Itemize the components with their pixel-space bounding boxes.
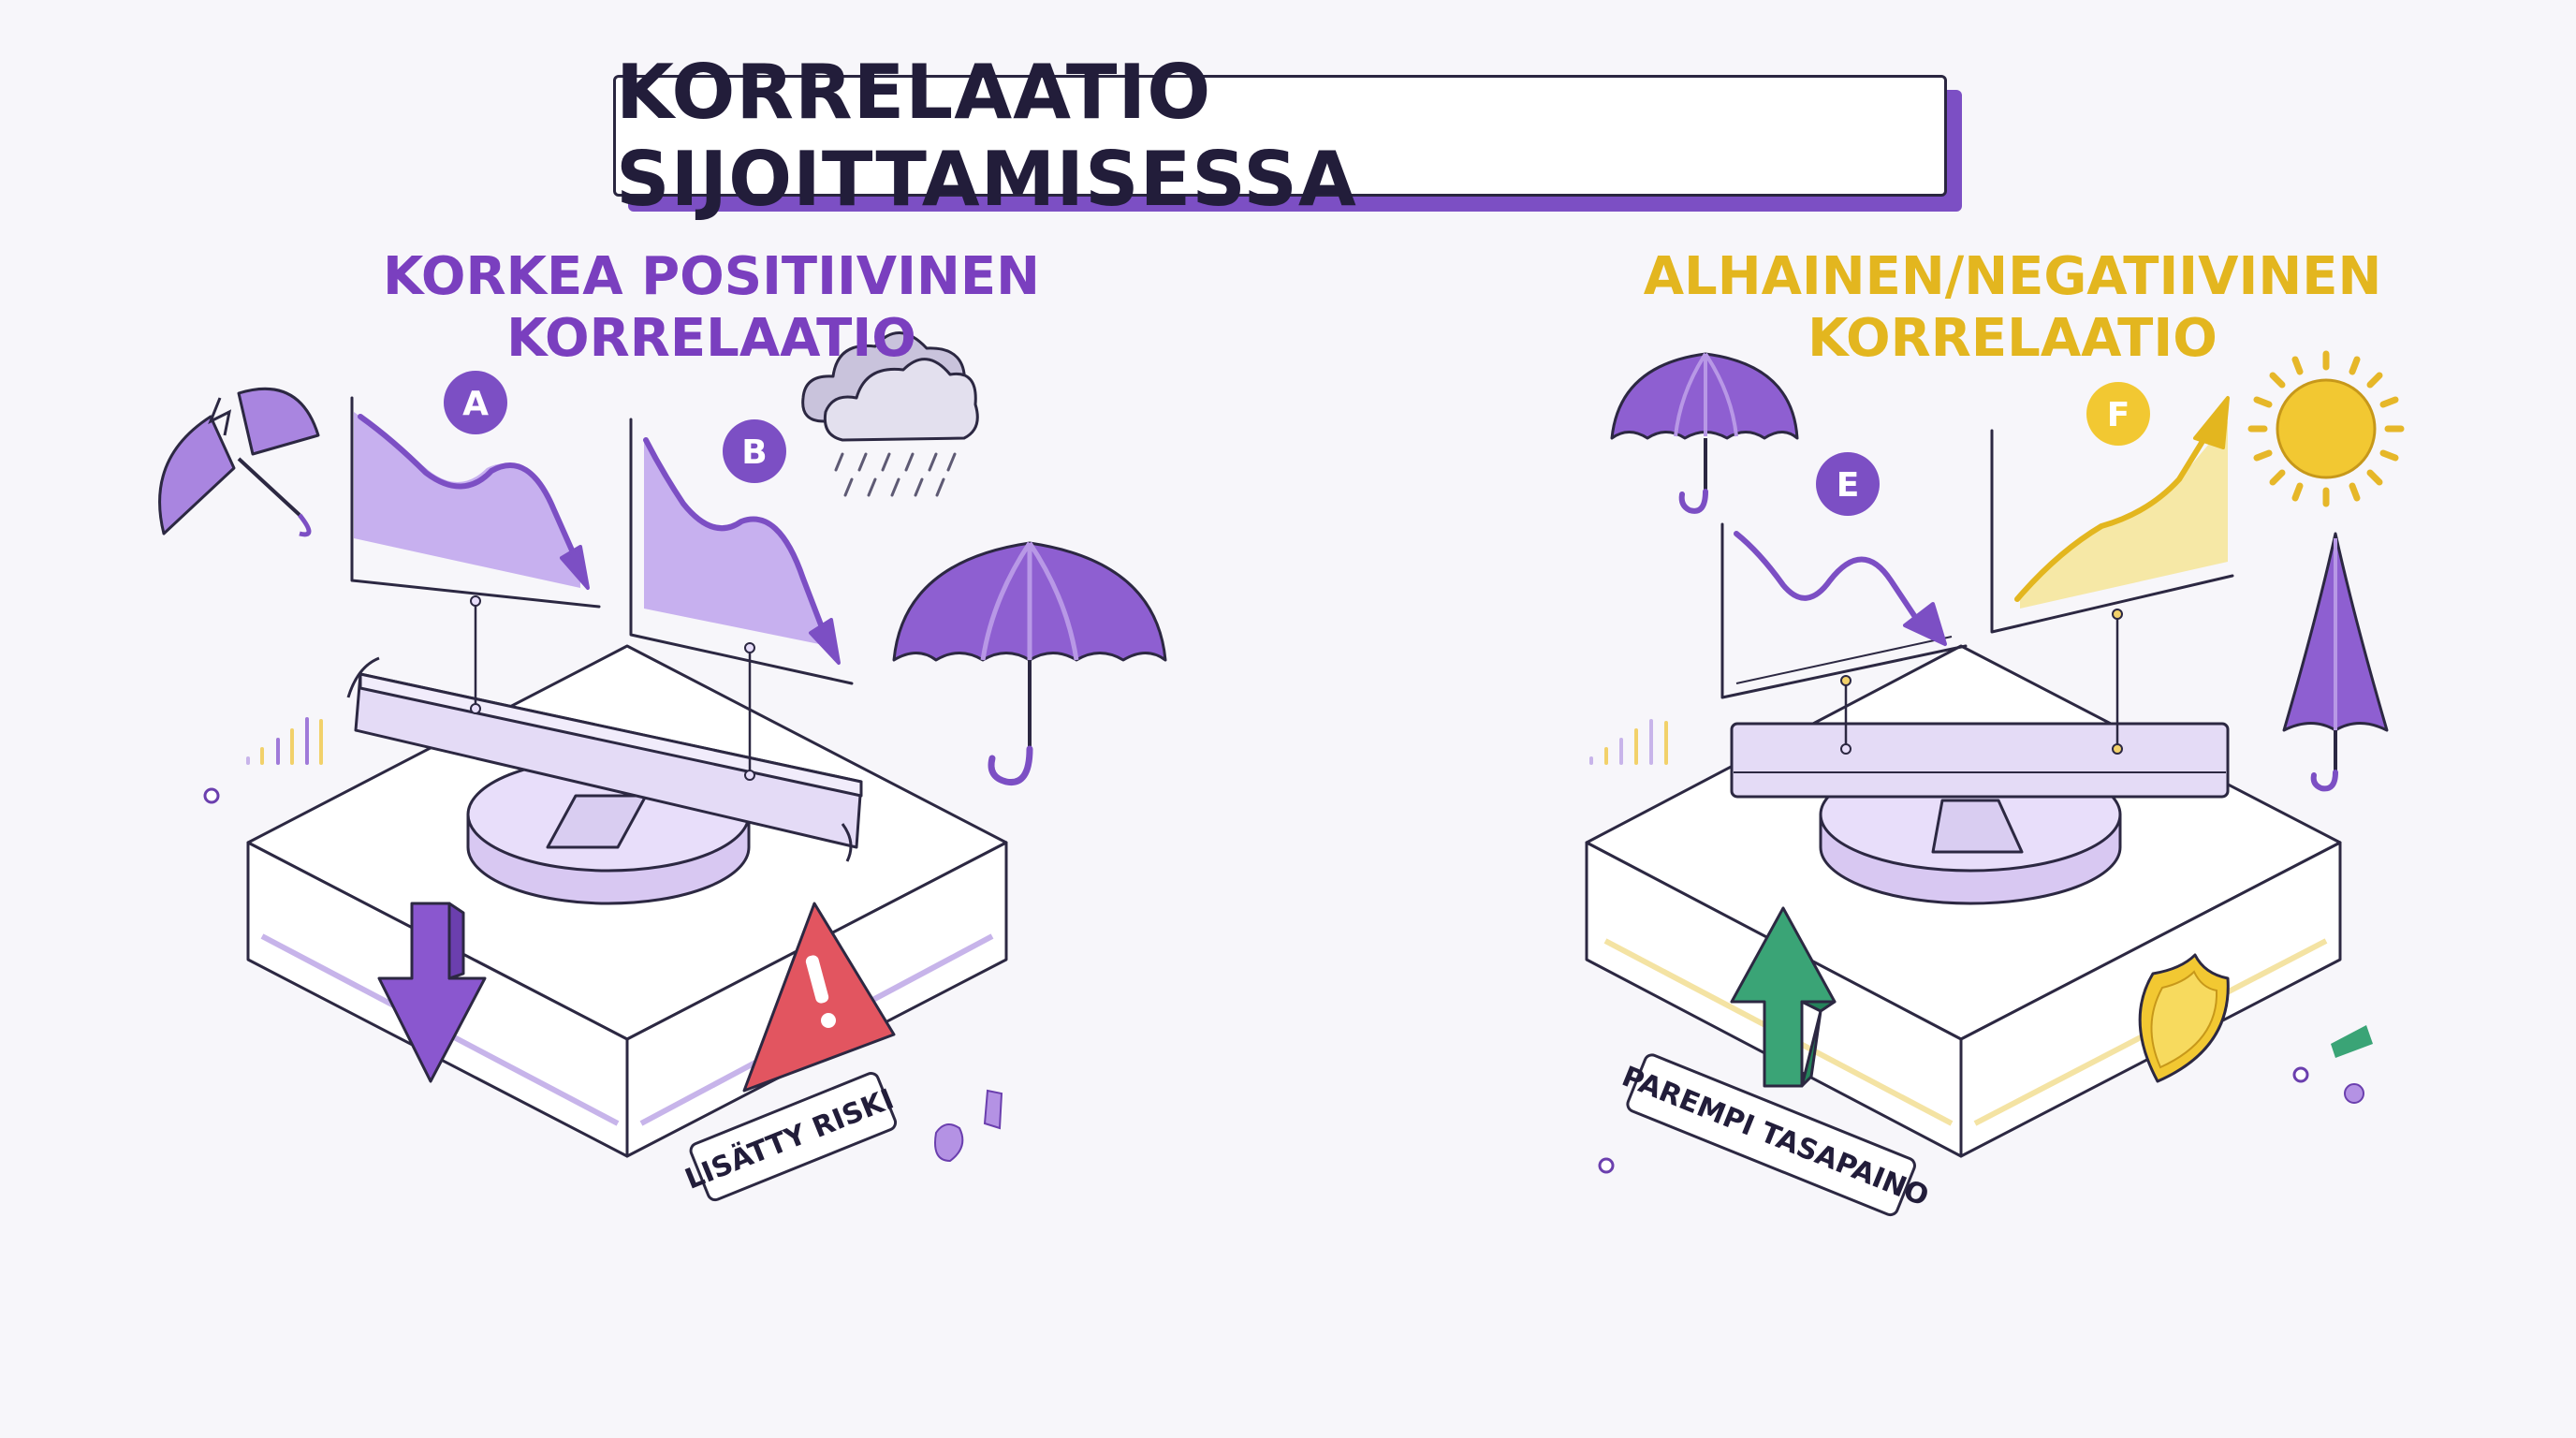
badge-e xyxy=(1816,452,1880,516)
small-umbrella-icon xyxy=(1610,352,1799,514)
better-balance-label-card xyxy=(1626,1053,1916,1217)
page-title: KORRELAATIO SIJOITTAMISESSA xyxy=(616,49,1357,223)
left-tilted-beam xyxy=(346,656,863,862)
signal-bars-right xyxy=(1589,719,1668,765)
umbrella-icon xyxy=(892,541,1167,786)
chart-b xyxy=(629,418,854,781)
right-heading: ALHAINEN/NEGATIIVINEN KORRELAATIO xyxy=(1479,246,2546,370)
chart-a xyxy=(350,396,601,714)
left-panel xyxy=(158,331,1167,1202)
right-heading-line2: KORRELAATIO xyxy=(1808,308,2217,369)
chart-e xyxy=(1720,522,1968,755)
rain-cloud-icon xyxy=(801,331,979,497)
signal-bars-left xyxy=(246,717,323,765)
shield-icon xyxy=(2138,953,2230,1083)
badge-a xyxy=(444,371,507,434)
right-level-beam xyxy=(1730,722,2230,799)
left-heading-line2: KORRELAATIO xyxy=(506,308,916,369)
badge-b xyxy=(723,419,786,483)
closed-umbrella-icon xyxy=(2282,532,2389,792)
broken-umbrella-icon xyxy=(158,387,320,537)
badge-f-letter: F xyxy=(2107,396,2130,434)
badge-e-letter: E xyxy=(1837,466,1860,505)
sun-icon xyxy=(2247,350,2405,507)
up-arrow-icon xyxy=(1730,906,1837,1088)
left-heading-line1: KORKEA POSITIIVINEN xyxy=(383,246,1040,307)
right-heading-line1: ALHAINEN/NEGATIIVINEN xyxy=(1643,246,2382,307)
chart-f xyxy=(1990,396,2234,755)
left-heading: KORKEA POSITIIVINEN KORRELAATIO xyxy=(215,246,1208,370)
badge-b-letter: B xyxy=(741,433,767,472)
title-banner: KORRELAATIO SIJOITTAMISESSA xyxy=(613,49,1947,223)
badge-a-letter: A xyxy=(462,385,489,423)
added-risk-label-card xyxy=(689,1072,898,1202)
warning-icon xyxy=(742,902,896,1093)
badge-f xyxy=(2086,382,2150,446)
down-arrow-icon xyxy=(377,902,487,1083)
right-panel xyxy=(1585,350,2405,1217)
